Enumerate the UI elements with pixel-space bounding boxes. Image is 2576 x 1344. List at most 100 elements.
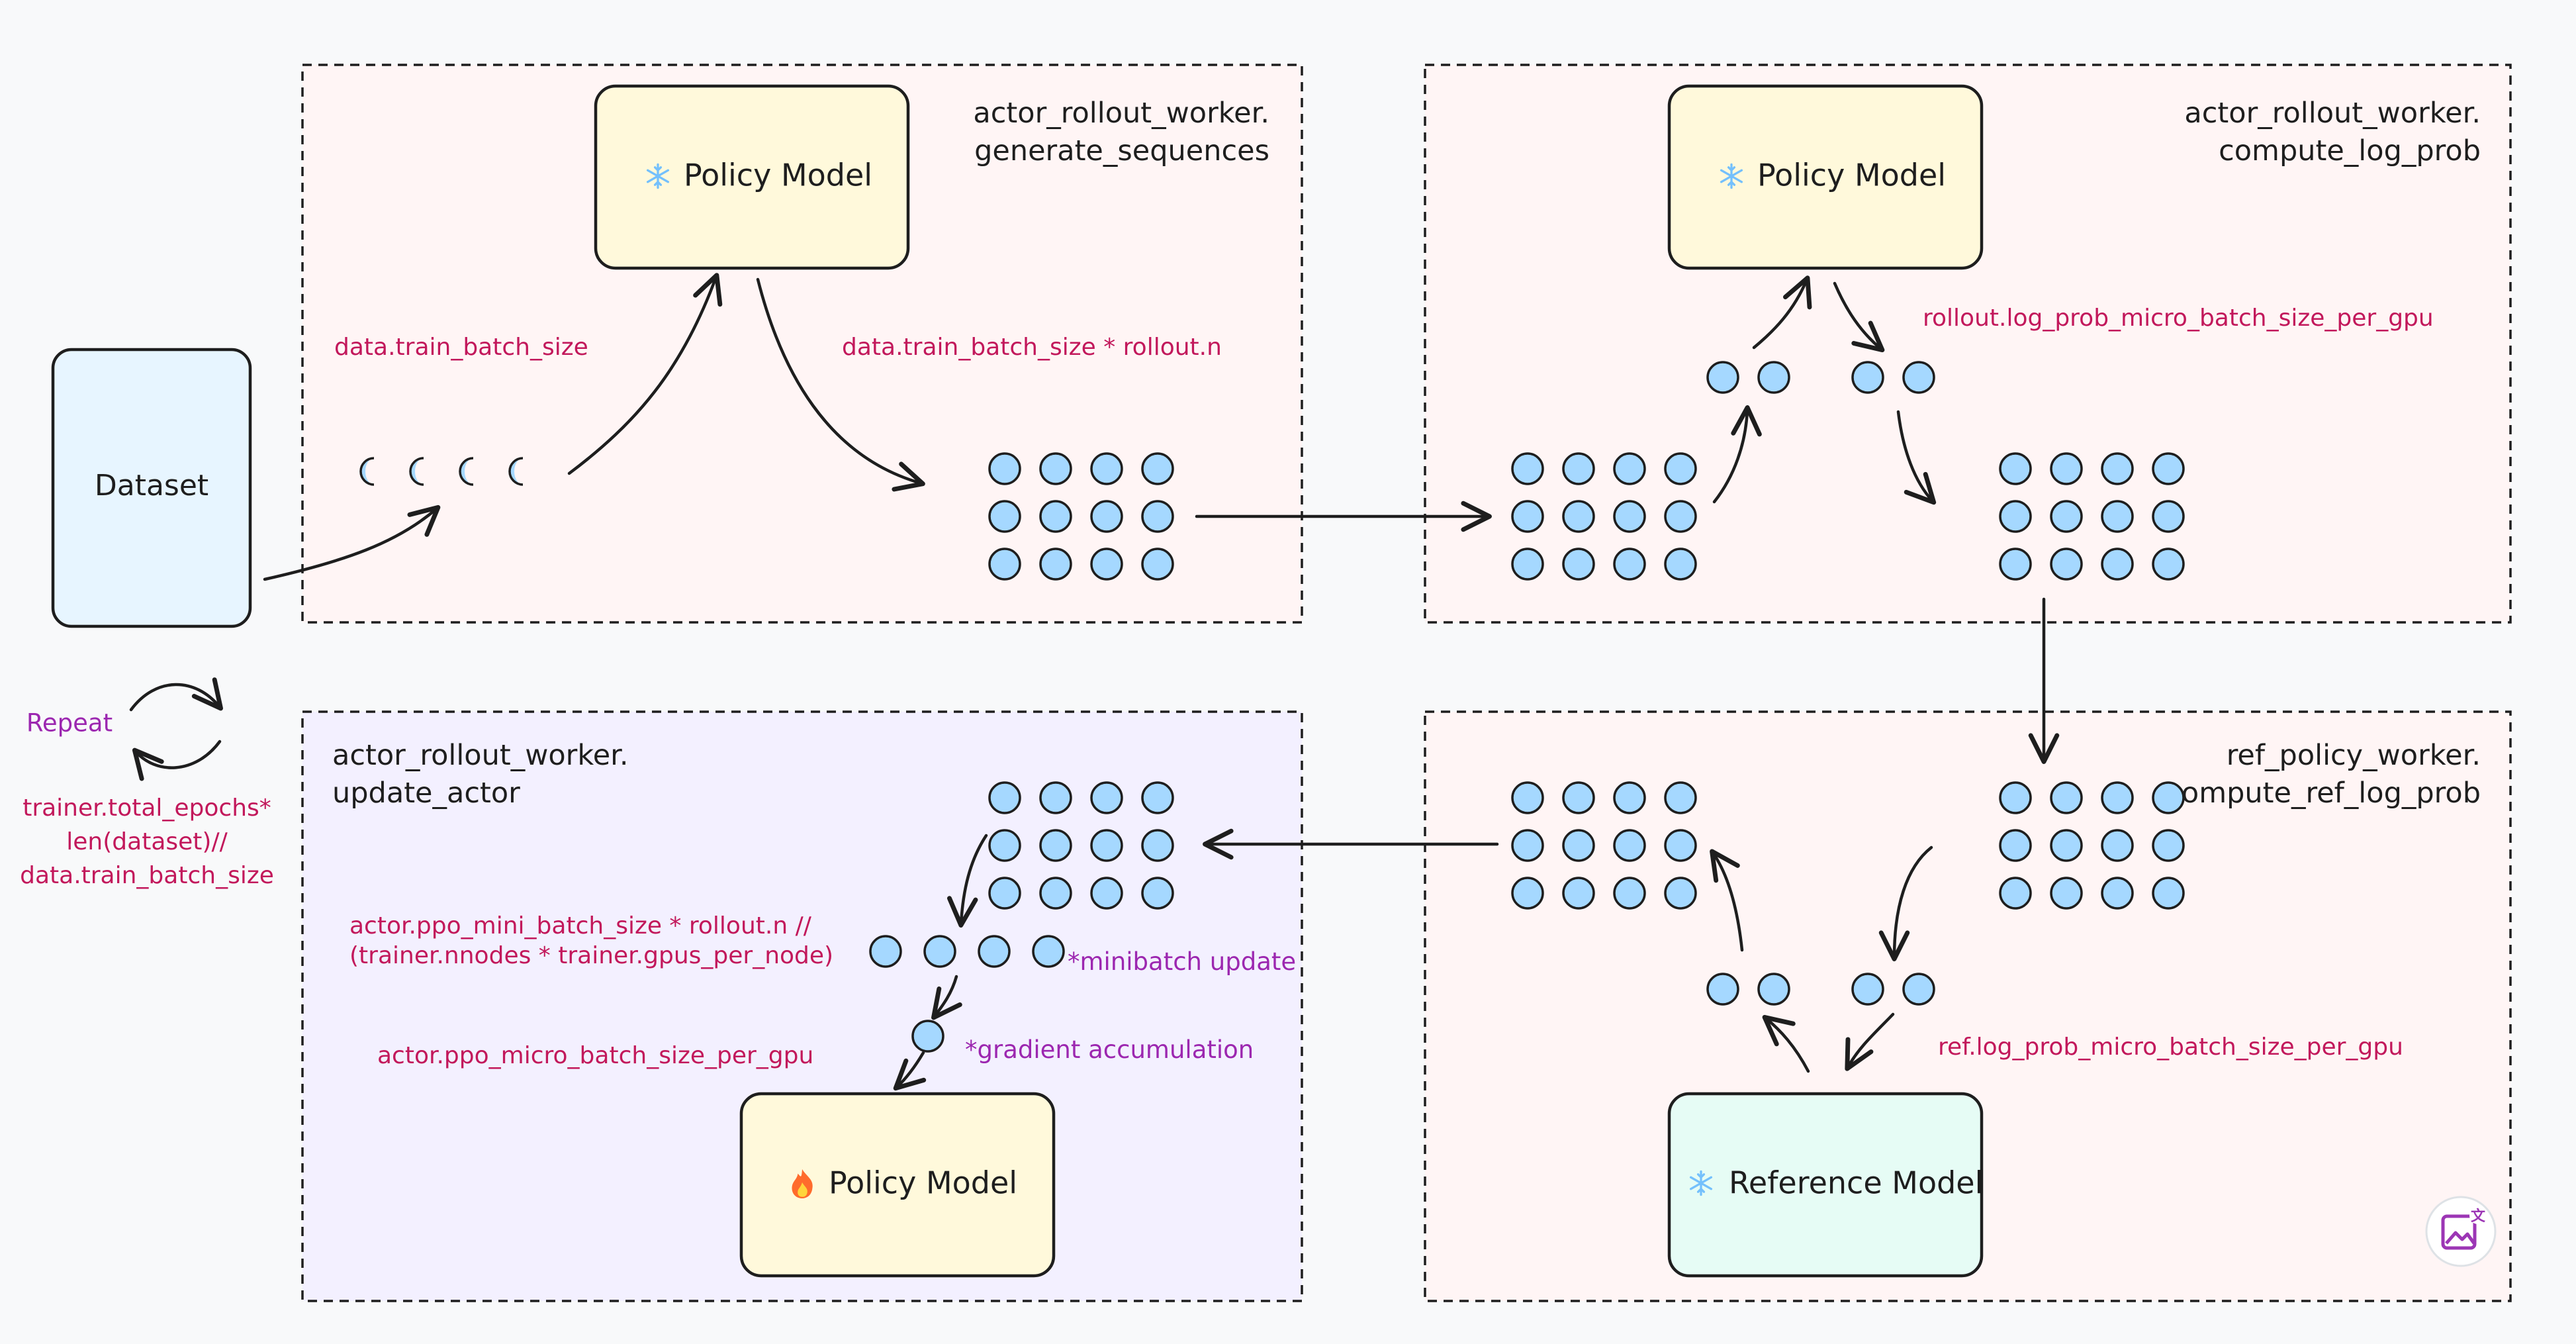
sample-dot [1562,781,1595,814]
sample-dot [1141,781,1174,814]
reference-model-label: Reference Model [1729,1165,1983,1201]
update-policy-model-box [739,1092,1056,1278]
sample-dot [1141,877,1174,910]
sample-dot [1562,877,1595,910]
logprob-policy-model-box [1667,84,1984,270]
sample-dot [1562,548,1595,581]
image-translate-icon[interactable]: 文 [2425,1196,2497,1267]
sample-dot [2152,548,2185,581]
ref-title-line-2: compute_ref_log_prob [2166,777,2481,810]
minibatch-update-note: *minibatch update [1068,947,1296,976]
sample-dot [1902,361,1935,394]
logprob-micro-to-model-arrow [1752,275,1812,350]
mini-batch-update [869,935,1065,968]
sample-dot [1664,781,1697,814]
gradient-accumulation-note: *gradient accumulation [965,1035,1254,1064]
sample-dot [1999,548,2032,581]
sample-dot [1511,781,1544,814]
prompt-half-circle [359,457,375,486]
sample-dot [2101,548,2134,581]
sample-dot [1664,452,1697,485]
rollout-grid-update [988,781,1174,910]
ref-title-line-1: ref_policy_worker. [2227,739,2481,772]
logprob-title-line-1: actor_rollout_worker. [2184,97,2481,130]
sample-dot [1090,500,1123,533]
sample-dot [988,877,1021,910]
sample-dot [1039,548,1072,581]
sample-dot [1613,500,1646,533]
sample-dot [2101,500,2134,533]
generate-title-line-1: actor_rollout_worker. [973,97,1269,130]
repeat-formula-line-1: trainer.total_epochs* [23,794,271,822]
sample-dot [988,500,1021,533]
sample-dot [1664,877,1697,910]
sample-dot [1039,829,1072,862]
rollout-grid-logprob-in [1511,452,1697,581]
sample-dot [2050,829,2083,862]
update-title-line-2: update_actor [332,777,520,810]
prompt-batch [359,457,524,486]
rollout-grid-generate [988,452,1174,581]
repeat-formula-line-2: len(dataset)// [66,828,228,855]
sample-dot [2152,877,2185,910]
update-policy-model-label: Policy Model [829,1165,1017,1201]
logprob-micro-to-grid-arrow [1896,410,1937,505]
micro-batch-in-logprob [1706,361,1790,394]
sample-dot [978,935,1011,968]
sample-dot [1999,829,2032,862]
sample-dot [1039,781,1072,814]
sample-dot [1613,829,1646,862]
sample-dot [1141,452,1174,485]
sample-dot [988,829,1021,862]
sample-dot [2050,500,2083,533]
sample-dot [2050,877,2083,910]
sample-dot [1090,829,1123,862]
sample-dot [1999,781,2032,814]
prompt-half-circle [409,457,424,486]
sample-dot [1851,973,1884,1006]
sample-dot [2101,829,2134,862]
sample-dot [2101,781,2134,814]
prompt-half-circle [459,457,474,486]
sample-dot [2101,877,2134,910]
micro-batch-in-ref [1851,973,1935,1006]
sample-dot [1039,877,1072,910]
sample-dot [1511,548,1544,581]
sample-dot [1562,452,1595,485]
update-title-line-1: actor_rollout_worker. [332,739,629,772]
repeat-label: Repeat [26,709,113,738]
sample-dot [2050,781,2083,814]
sample-dot [988,452,1021,485]
sample-dot [1706,973,1739,1006]
sample-dot [2152,452,2185,485]
generate-title-line-2: generate_sequences [974,134,1269,168]
update-micro-to-model-arrow [893,1051,927,1091]
sample-dot [1090,877,1123,910]
sample-dot [923,935,956,968]
sample-dot [1032,935,1065,968]
sample-dot [2152,500,2185,533]
repeat-arrow-bottom [132,740,222,781]
sample-dot [1664,829,1697,862]
repeat-formula-line-3: data.train_batch_size [20,862,274,889]
ref-micro-param: ref.log_prob_micro_batch_size_per_gpu [1938,1033,2403,1061]
logprob-grid-to-micro-arrow [1712,405,1762,504]
sample-dot [1562,500,1595,533]
sample-dot [1613,877,1646,910]
sample-dot [2152,781,2185,814]
ref-micro-to-model-arrow [1845,1012,1895,1071]
sample-dot [1664,500,1697,533]
sample-dot [1511,877,1544,910]
sample-dot [2152,829,2185,862]
sample-dot [1090,452,1123,485]
micro-batch-out-logprob [1851,361,1935,394]
reference-model-box [1667,1092,1984,1278]
sample-dot [911,1020,944,1053]
sample-dot [1039,500,1072,533]
sample-dot [1999,877,2032,910]
dataset-label: Dataset [95,469,208,503]
sample-dot [1613,548,1646,581]
micro-batch-update [911,1020,944,1053]
sample-dot [1511,452,1544,485]
sample-dot [1039,452,1072,485]
